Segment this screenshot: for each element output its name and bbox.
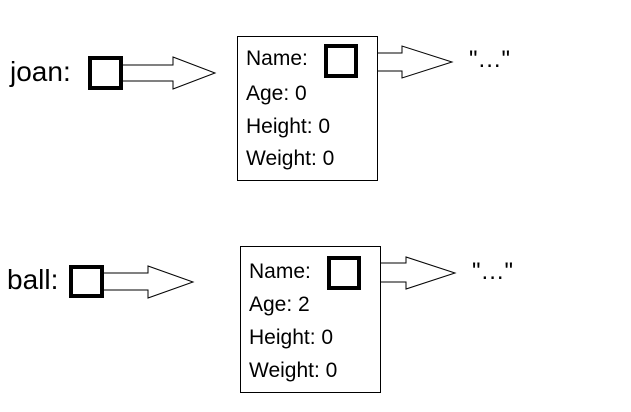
joan-height-label: Height:	[246, 115, 313, 138]
ball-height-label: Height:	[249, 326, 316, 349]
joan-weight-value: 0	[322, 147, 335, 170]
ball-weight-field: Weight: 0	[249, 360, 337, 381]
ball-age-field: Age: 2	[249, 294, 310, 315]
ball-age-label: Age:	[249, 293, 293, 316]
joan-age-label: Age:	[246, 82, 290, 105]
joan-name-string: "..."	[469, 46, 512, 73]
ball-weight-label: Weight:	[249, 359, 320, 382]
joan-reference-box	[88, 56, 123, 90]
ball-reference-arrow	[102, 265, 195, 299]
joan-height-field: Height: 0	[246, 116, 330, 137]
ball-name-field-label: Name:	[249, 260, 311, 283]
ball-name-string: "..."	[472, 258, 515, 285]
joan-variable-label: joan:	[10, 56, 71, 87]
ball-name-reference-box	[327, 256, 361, 290]
joan-age-field: Age: 0	[246, 83, 307, 104]
ball-height-value: 0	[321, 326, 334, 349]
ball-weight-value: 0	[325, 359, 338, 382]
joan-weight-label: Weight:	[246, 147, 317, 170]
ball-age-value: 2	[298, 293, 310, 316]
joan-weight-field: Weight: 0	[246, 148, 334, 169]
joan-age-value: 0	[295, 82, 307, 105]
ball-reference-box	[69, 265, 104, 298]
ball-variable-label: ball:	[7, 264, 59, 295]
joan-name-reference-box	[324, 44, 358, 78]
ball-height-field: Height: 0	[249, 327, 333, 348]
joan-height-value: 0	[318, 115, 331, 138]
joan-name-field-label: Name:	[246, 47, 308, 70]
joan-reference-arrow	[121, 56, 217, 90]
